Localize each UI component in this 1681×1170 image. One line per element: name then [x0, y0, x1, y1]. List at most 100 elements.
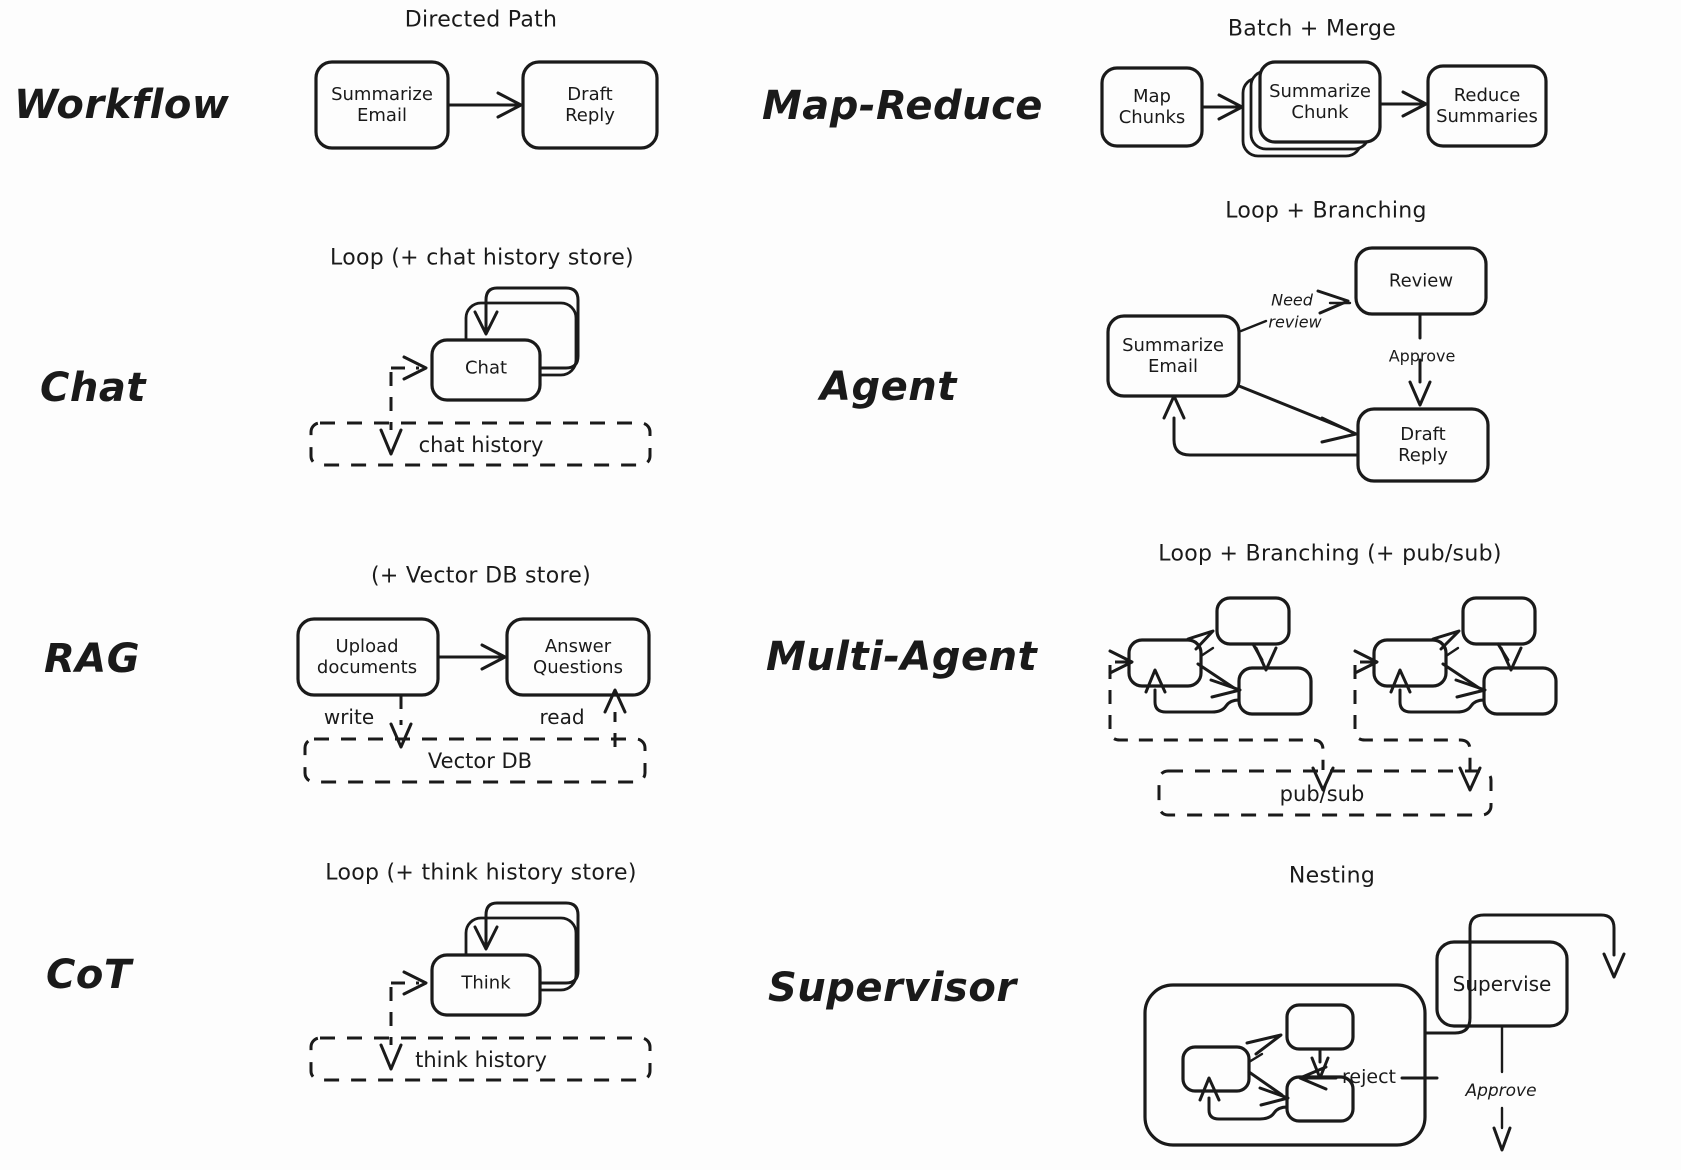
- panel-title-cot-loop: Loop (+ think history store): [325, 860, 637, 886]
- arrowhead-icon: [1198, 1076, 1221, 1102]
- edge-label-need: Need: [1271, 290, 1313, 310]
- node-draft-reply: [1356, 407, 1490, 483]
- arrowhead-icon: [1217, 93, 1244, 121]
- row-label-chat: Chat: [40, 365, 146, 411]
- edge-c2-to-pubsub: [1353, 665, 1472, 770]
- arrowhead-icon: [1258, 1086, 1290, 1107]
- edge-c1-to-pubsub: [1108, 665, 1325, 770]
- store-pubsub: [1157, 769, 1493, 817]
- node-nested-top: [1285, 1003, 1355, 1051]
- row-label-workflow: Workflow: [14, 82, 230, 128]
- panel-title-chat-loop: Loop (+ chat history store): [330, 245, 634, 271]
- map-reduce-diagram: [1100, 60, 1548, 158]
- node-summarize-email: [314, 60, 450, 150]
- store-label-pubsub: pub/sub: [1279, 782, 1365, 806]
- node-cluster2-left: [1372, 638, 1448, 688]
- arrowhead-icon: [402, 355, 428, 381]
- arrowhead-icon: [379, 428, 403, 456]
- arrowhead-icon: [1298, 1065, 1328, 1091]
- panel-title-nesting: Nesting: [1288, 863, 1376, 889]
- store-label-chat-history: chat history: [418, 433, 544, 457]
- row-label-multi-agent: Multi-Agent: [766, 634, 1038, 680]
- arrowhead-icon: [1186, 629, 1215, 651]
- arrowhead-icon: [1492, 1126, 1512, 1152]
- node-chat: [430, 338, 542, 402]
- panel-title-batch-merge: Batch + Merge: [1227, 16, 1397, 42]
- panel-title-agent-loop-branching: Loop + Branching: [1225, 198, 1427, 224]
- arrowhead-icon: [1454, 678, 1487, 699]
- edge-draft-back-to-summarize: [1172, 416, 1360, 457]
- node-think: [430, 953, 542, 1017]
- edge-c1-right-back-left: [1153, 688, 1241, 714]
- arrowhead-icon: [1499, 646, 1523, 672]
- edge-group-to-supervise: [1423, 913, 1616, 1035]
- store-label-vector-db: Vector DB: [427, 749, 533, 773]
- edge-label-approve: Approve: [1388, 346, 1456, 366]
- arrowhead-icon: [1108, 649, 1134, 675]
- row-label-supervisor: Supervisor: [768, 965, 1017, 1011]
- node-supervise: [1435, 940, 1569, 1028]
- edge-c1-left-to-top: [1199, 646, 1215, 658]
- edge-label-review: review: [1268, 312, 1322, 332]
- arrowhead-icon: [1389, 668, 1412, 694]
- edge-summarize-to-review: [1239, 319, 1268, 333]
- arrowhead-icon: [1162, 394, 1186, 420]
- nested-agent-group: [1143, 983, 1427, 1147]
- edge-label-read: read: [539, 705, 585, 729]
- arrowhead-icon: [1320, 416, 1358, 444]
- node-map-chunks: [1100, 66, 1204, 148]
- panel-title-vector-db-store: (+ Vector DB store): [370, 563, 592, 589]
- node-cluster2-right: [1482, 666, 1558, 716]
- panel-title-directed-path: Directed Path: [404, 7, 558, 33]
- arrowhead-icon: [480, 643, 507, 671]
- agent-cluster-2: [1353, 596, 1558, 792]
- rag-diagram: [296, 617, 651, 784]
- arrowhead-icon: [1602, 952, 1626, 979]
- edge-think-self-loop: [484, 901, 580, 985]
- node-review: [1354, 246, 1488, 316]
- row-label-agent: Agent: [820, 364, 957, 410]
- node-summarize-email: [1106, 314, 1241, 398]
- node-nested-left: [1181, 1045, 1251, 1093]
- arrowhead-icon: [1254, 646, 1278, 672]
- panel-title-multi-agent: Loop + Branching (+ pub/sub): [1158, 541, 1502, 567]
- edge-c1-left-to-right: [1196, 662, 1236, 690]
- node-draft-reply: [521, 60, 659, 150]
- arrowhead-icon: [496, 91, 523, 119]
- store-label-think-history: think history: [415, 1048, 547, 1072]
- node-summarize-chunk: [1258, 60, 1382, 144]
- arrowhead-icon: [1431, 629, 1461, 651]
- node-cluster1-top: [1215, 596, 1291, 646]
- workflow-diagram: [314, 60, 659, 150]
- arrowhead-icon: [1316, 289, 1350, 315]
- row-label-rag: RAG: [44, 636, 141, 682]
- arrowhead-icon: [1311, 766, 1335, 792]
- node-cluster2-top: [1461, 596, 1537, 646]
- edge-c2-left-to-right: [1441, 662, 1481, 690]
- agent-cluster-1: [1108, 596, 1335, 792]
- agent-diagram: [1106, 246, 1490, 483]
- edge-label-write: write: [323, 705, 375, 729]
- arrowhead-icon: [1144, 668, 1167, 694]
- arrowhead-icon: [379, 1043, 403, 1071]
- edge-nested-right-back-left: [1207, 1096, 1289, 1121]
- chat-diagram: [309, 286, 652, 467]
- multi-agent-diagram: [1108, 596, 1558, 817]
- arrowhead-icon: [1353, 649, 1379, 675]
- edge-nested-left-to-top: [1247, 1052, 1264, 1064]
- node-cluster1-left: [1127, 638, 1203, 688]
- edge-label-reject: reject: [1342, 1066, 1396, 1088]
- arrowhead-icon: [1408, 380, 1432, 407]
- node-reduce-summaries: [1426, 64, 1548, 148]
- arrowhead-icon: [389, 722, 413, 749]
- row-label-cot: CoT: [46, 952, 132, 998]
- arrowhead-icon: [1458, 766, 1482, 792]
- arrowhead-icon: [1209, 678, 1242, 699]
- arrowhead-icon: [473, 310, 499, 336]
- node-cluster1-right: [1237, 666, 1313, 716]
- edge-nested-left-to-right: [1247, 1070, 1284, 1097]
- edge-label-approve: Approve: [1465, 1081, 1537, 1101]
- node-upload-documents: [296, 617, 440, 697]
- arrowhead-icon: [1401, 90, 1428, 118]
